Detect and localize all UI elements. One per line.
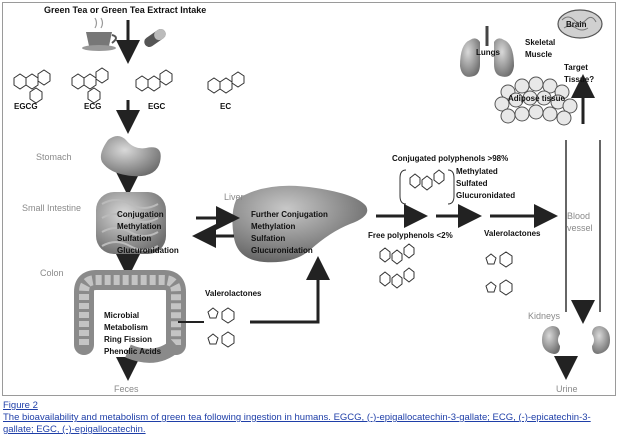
colon-step: Ring Fission <box>104 335 152 344</box>
liver-step: Glucuronidation <box>251 246 313 255</box>
diagram-graphics <box>13 9 610 381</box>
colon-steps: Microbial Metabolism Ring Fission Phenol… <box>104 310 161 358</box>
feces-label: Feces <box>114 384 139 394</box>
arrow-colon-to-liver <box>250 256 330 324</box>
brain-label: Brain <box>566 20 587 29</box>
catechin-structures <box>13 67 245 104</box>
blood-vessel-label-line: vessel <box>567 223 593 233</box>
catechin-label-egc: EGC <box>148 102 166 111</box>
blood-vessel <box>565 140 601 312</box>
ecg-structure-icon <box>71 67 109 104</box>
figure-description-link[interactable]: The bioavailability and metabolism of gr… <box>3 412 591 435</box>
valerolactone-structures-blood-icon <box>485 251 513 296</box>
liver-step: Further Conjugation <box>251 210 328 219</box>
small-intestine-label: Small Intestine <box>22 203 82 213</box>
catechin-label-ec: EC <box>220 102 232 111</box>
lungs-label: Lungs <box>476 48 500 57</box>
valerolactone-structures-colon-icon <box>207 307 235 348</box>
capsule-icon <box>144 28 166 48</box>
intake-title: Green Tea or Green Tea Extract Intake <box>44 5 207 15</box>
conjugation-type: Methylated <box>456 167 498 176</box>
colon-label: Colon <box>40 268 64 278</box>
egc-structure-icon <box>135 69 173 92</box>
target-tissue-label: Target Tissue? <box>564 62 594 86</box>
colon-step: Phenolic Acids <box>104 347 162 356</box>
si-step: Glucuronidation <box>117 246 179 255</box>
conjugated-structures-icon <box>399 169 455 205</box>
liver-step: Methylation <box>251 222 296 231</box>
kidneys-icon <box>542 326 610 354</box>
stomach-icon <box>100 136 161 177</box>
colon-step: Microbial <box>104 311 140 320</box>
target-tissue-label-line: Tissue? <box>564 75 595 84</box>
liver-steps: Further Conjugation Methylation Sulfatio… <box>251 209 328 257</box>
blood-vessel-label-line: Blood <box>567 211 591 221</box>
brain-icon <box>557 9 603 39</box>
urine-label: Urine <box>556 384 578 394</box>
conjugation-types: Methylated Sulfated Glucuronidated <box>456 166 515 202</box>
si-step: Sulfation <box>117 234 152 243</box>
figure-caption: Figure 2 The bioavailability and metabol… <box>3 400 615 436</box>
adipose-tissue-label: Adipose tissue <box>508 94 565 103</box>
tea-cup-icon <box>82 17 117 51</box>
lungs-icon <box>460 26 514 77</box>
free-polyphenols-label: Free polyphenols <2% <box>368 231 453 240</box>
colon-step: Metabolism <box>104 323 149 332</box>
colon-icon <box>74 270 186 363</box>
blood-vessel-label: Blood vessel <box>567 210 593 234</box>
skeletal-muscle-label: Skeletal Muscle <box>525 37 555 61</box>
blood-valerolactones-label: Valerolactones <box>484 229 541 238</box>
si-step: Conjugation <box>117 210 164 219</box>
si-step: Methylation <box>117 222 162 231</box>
liver-label: Liver <box>224 192 244 202</box>
small-intestine-icon <box>96 192 166 254</box>
conjugation-type: Glucuronidated <box>456 191 516 200</box>
adipose-tissue-icon <box>494 76 578 126</box>
liver-icon <box>232 185 368 263</box>
skeletal-muscle-label-line: Skeletal <box>525 38 556 47</box>
colon-valerolactones-label: Valerolactones <box>205 289 262 298</box>
conjugation-type: Sulfated <box>456 179 488 188</box>
stomach-label: Stomach <box>36 152 72 162</box>
ec-structure-icon <box>207 71 245 94</box>
target-tissue-label-line: Target <box>564 63 588 72</box>
small-intestine-steps: Conjugation Methylation Sulfation Glucur… <box>117 209 179 257</box>
egcg-structure-icon <box>13 69 51 104</box>
kidneys-label: Kidneys <box>528 311 561 321</box>
conjugated-polyphenols-label: Conjugated polyphenols >98% <box>392 154 509 163</box>
figure-label-link[interactable]: Figure 2 <box>3 400 38 411</box>
liver-step: Sulfation <box>251 234 286 243</box>
skeletal-muscle-label-line: Muscle <box>525 50 553 59</box>
catechin-label-ecg: ECG <box>84 102 102 111</box>
catechin-label-egcg: EGCG <box>14 102 38 111</box>
free-polyphenol-structures-icon <box>379 243 415 289</box>
